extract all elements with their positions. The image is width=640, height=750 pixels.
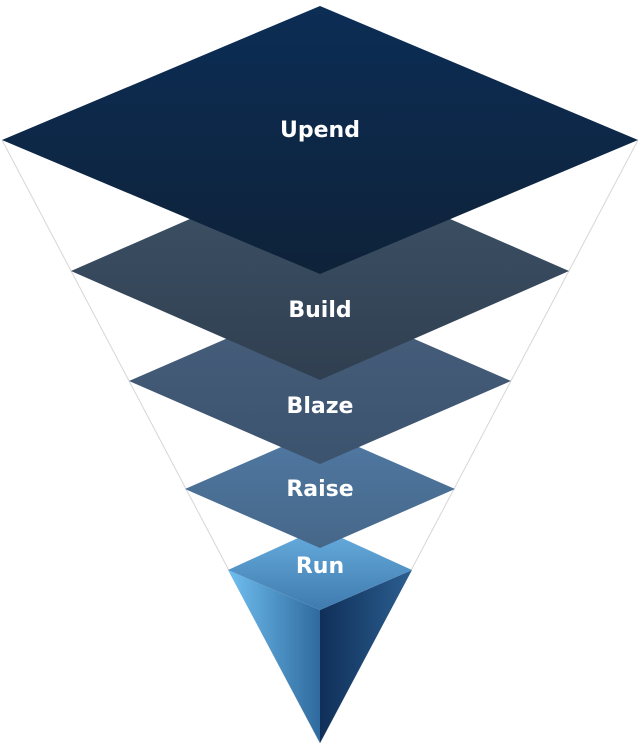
layer-label-run: Run [296,554,344,579]
layer-raise[interactable] [185,430,455,548]
layer-label-raise: Raise [286,477,353,502]
layer-run[interactable] [228,528,412,610]
run-tip-left-face [228,570,320,743]
layer-label-build: Build [288,298,351,323]
layer-label-blaze: Blaze [287,394,354,419]
layer-blaze[interactable] [129,298,511,464]
layer-upend[interactable] [2,6,638,274]
run-tip-right-face [320,570,412,743]
layer-label-upend: Upend [280,118,360,143]
